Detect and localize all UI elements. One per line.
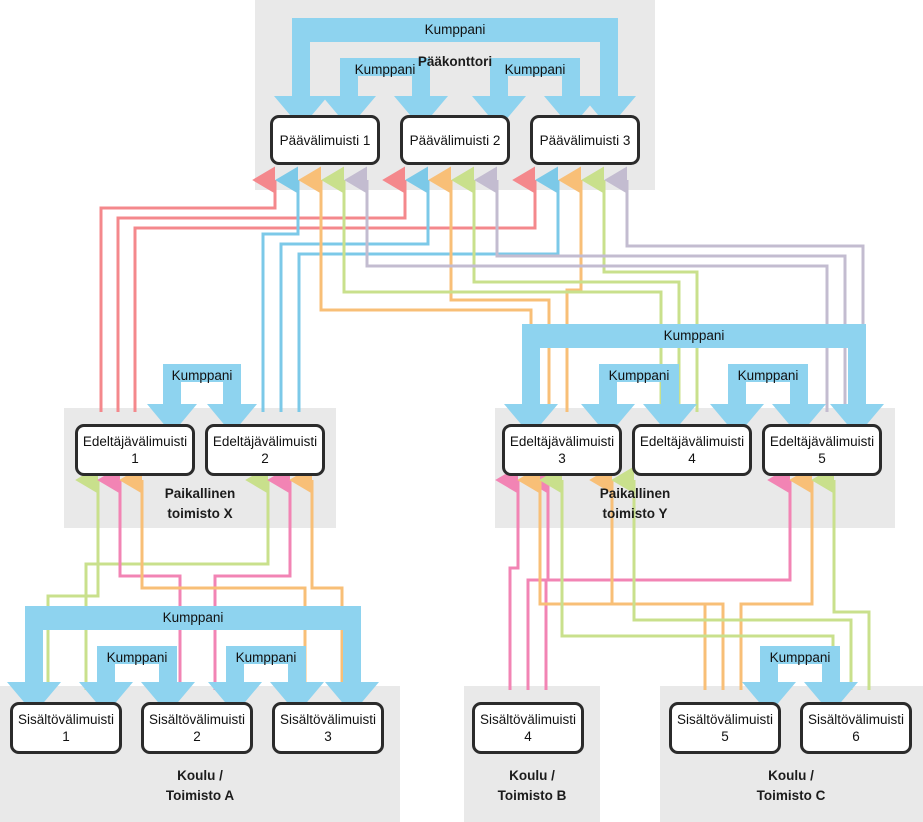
node-content-cache-4[interactable]: Sisältövälimuisti 4: [472, 702, 584, 754]
peer-label-hq-left: Kumppani: [354, 62, 416, 77]
peer-label-x: Kumppani: [171, 368, 233, 383]
zone-label-school-office-b: Koulu / Toimisto B: [497, 768, 567, 803]
node-sibling-cache-1[interactable]: Edeltäjävälimuisti 1: [75, 424, 195, 476]
peer-label-c: Kumppani: [769, 650, 831, 665]
node-parent-cache-2[interactable]: Päävälimuisti 2: [400, 115, 510, 165]
node-parent-cache-1[interactable]: Päävälimuisti 1: [270, 115, 380, 165]
zone-label-local-office-x: Paikallinen toimisto X: [164, 486, 236, 521]
node-sibling-cache-4[interactable]: Edeltäjävälimuisti 4: [632, 424, 752, 476]
node-content-cache-2[interactable]: Sisältövälimuisti 2: [141, 702, 253, 754]
node-content-cache-5[interactable]: Sisältövälimuisti 5: [669, 702, 781, 754]
node-sibling-cache-5[interactable]: Edeltäjävälimuisti 5: [762, 424, 882, 476]
node-content-cache-1[interactable]: Sisältövälimuisti 1: [10, 702, 122, 754]
zone-label-school-office-c: Koulu / Toimisto C: [756, 768, 826, 803]
node-sibling-cache-3[interactable]: Edeltäjävälimuisti 3: [502, 424, 622, 476]
node-content-cache-6[interactable]: Sisältövälimuisti 6: [800, 702, 912, 754]
wire-group-blue: [261, 166, 560, 412]
zone-label-school-office-a: Koulu / Toimisto A: [165, 768, 235, 803]
node-sibling-cache-2[interactable]: Edeltäjävälimuisti 2: [205, 424, 325, 476]
node-content-cache-3[interactable]: Sisältövälimuisti 3: [272, 702, 384, 754]
peer-label-a-left: Kumppani: [106, 650, 168, 665]
peer-label-a-right: Kumppani: [235, 650, 297, 665]
peer-label-y-left: Kumppani: [608, 368, 670, 383]
node-parent-cache-3[interactable]: Päävälimuisti 3: [530, 115, 640, 165]
peer-label-y-right: Kumppani: [737, 368, 799, 383]
peer-label-y-wide: Kumppani: [663, 328, 725, 343]
peer-label-a-wide: Kumppani: [162, 610, 224, 625]
zone-label-headquarters: Pääkonttori: [417, 54, 493, 69]
zone-label-local-office-y: Paikallinen toimisto Y: [599, 486, 671, 521]
peer-label-hq-wide: Kumppani: [424, 22, 486, 37]
wire-group-orange-upper: [298, 166, 583, 412]
peer-label-hq-right: Kumppani: [504, 62, 566, 77]
